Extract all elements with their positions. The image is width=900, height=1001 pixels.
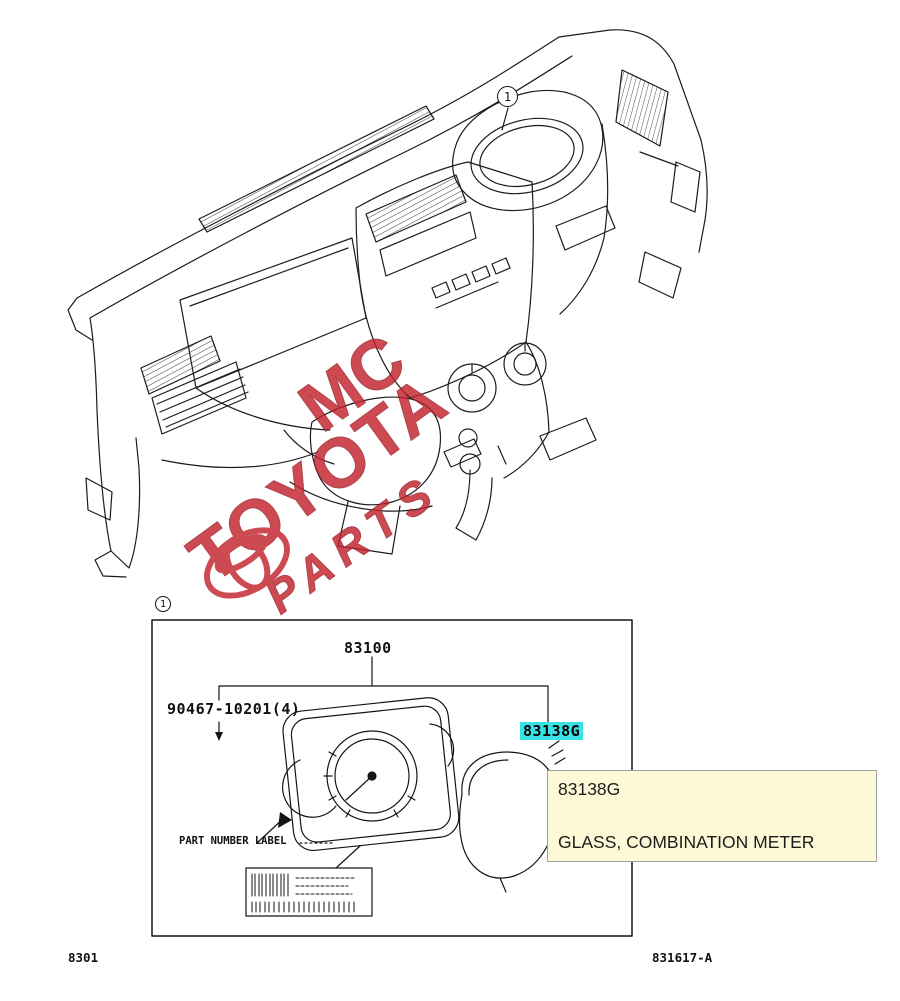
right-side-vent: [615, 69, 669, 147]
tooltip-part-code: 83138G: [558, 779, 621, 799]
left-side-vent: [140, 335, 221, 395]
part-label-83138g-highlighted[interactable]: 83138G: [520, 722, 584, 740]
steering-column: [283, 396, 507, 555]
center-stack: [355, 161, 534, 399]
barcode-label-drawing: [245, 845, 373, 917]
part-tooltip: 83138G GLASS, COMBINATION METER: [547, 770, 877, 862]
tooltip-part-name: GLASS, COMBINATION METER: [558, 832, 815, 852]
instrument-hood: [452, 89, 604, 212]
pointer-arrow: [257, 812, 292, 843]
leader-lines: [215, 656, 566, 844]
detail-line-art: [151, 619, 633, 937]
part-label-90467[interactable]: 90467-10201(4): [167, 700, 301, 718]
glass-lens-drawing: [458, 751, 558, 893]
callout-1-detail-box[interactable]: 1: [155, 596, 171, 612]
defroster-vent: [198, 105, 435, 233]
part-label-83100[interactable]: 83100: [344, 639, 392, 657]
dashboard-line-art: [67, 29, 708, 578]
hvac-knobs: [443, 342, 547, 541]
meter-cluster-drawing: [282, 697, 460, 852]
page-code: 8301: [68, 950, 99, 965]
callout-1-dashboard[interactable]: 1: [497, 86, 518, 107]
toyota-emblem-icon: [204, 527, 290, 599]
part-number-label-note: PART NUMBER LABEL: [179, 835, 287, 847]
figure-code: 831617-A: [652, 950, 713, 965]
watermark: MC TOYOTA PARTS: [174, 319, 461, 624]
